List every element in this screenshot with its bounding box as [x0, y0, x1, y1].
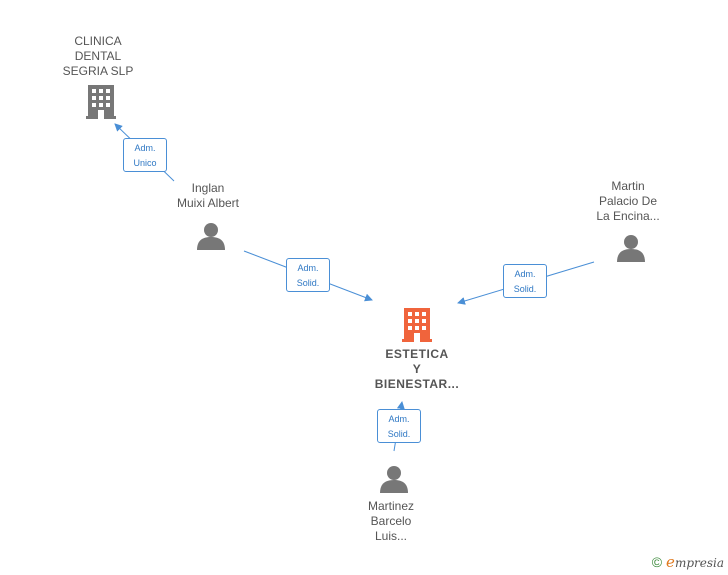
node-label-line: Muixi Albert: [176, 196, 240, 210]
node-martin-palacio[interactable]: Martin Palacio De La Encina...: [578, 179, 678, 224]
role-badge-adm-solid[interactable]: Adm. Solid.: [286, 258, 330, 292]
node-label-line: Martinez: [367, 499, 414, 513]
node-label-line: Y: [412, 362, 422, 376]
node-inglan-muixi-albert[interactable]: Inglan Muixi Albert: [158, 181, 258, 211]
node-label-line: CLINICA: [74, 34, 122, 48]
role-label-line: Adm.: [514, 269, 536, 279]
role-label-line: Solid.: [513, 284, 537, 294]
person-icon[interactable]: [380, 466, 408, 493]
node-label-line: BIENESTAR...: [374, 377, 460, 391]
copyright-symbol: ©: [651, 554, 663, 570]
node-clinica-dental-segria[interactable]: CLINICA DENTAL SEGRIA SLP: [48, 34, 148, 79]
node-label-line: Luis...: [374, 529, 407, 543]
role-label-line: Solid.: [387, 429, 411, 439]
role-label-line: Adm.: [388, 414, 410, 424]
building-icon[interactable]: [402, 308, 432, 342]
role-label-line: Solid.: [296, 278, 320, 288]
building-icon[interactable]: [86, 85, 116, 119]
role-label-line: Adm.: [134, 143, 156, 153]
node-label-line: Martin: [611, 179, 645, 193]
brand-initial: e: [666, 553, 675, 571]
node-label-line: DENTAL: [74, 49, 122, 63]
brand-name: mpresia: [674, 556, 724, 570]
node-label-line: ESTETICA: [385, 347, 449, 361]
person-icon[interactable]: [617, 235, 645, 262]
node-martinez-barcelo[interactable]: Martinez Barcelo Luis...: [341, 499, 441, 544]
node-label-line: SEGRIA SLP: [62, 64, 134, 78]
node-estetica-bienestar[interactable]: ESTETICA Y BIENESTAR...: [357, 347, 477, 392]
role-badge-adm-solid[interactable]: Adm. Solid.: [377, 409, 421, 443]
role-label-line: Adm.: [297, 263, 319, 273]
node-label-line: Inglan: [191, 181, 225, 195]
footer-brand: © empresia: [652, 553, 724, 571]
brand-logo[interactable]: empresia: [666, 553, 724, 571]
role-badge-adm-solid[interactable]: Adm. Solid.: [503, 264, 547, 298]
node-label-line: Palacio De: [598, 194, 658, 208]
node-label-line: La Encina...: [596, 209, 660, 223]
node-label-line: Barcelo: [370, 514, 412, 528]
person-icon[interactable]: [197, 223, 225, 250]
role-badge-adm-unico[interactable]: Adm. Unico: [123, 138, 167, 172]
role-label-line: Unico: [133, 158, 157, 168]
